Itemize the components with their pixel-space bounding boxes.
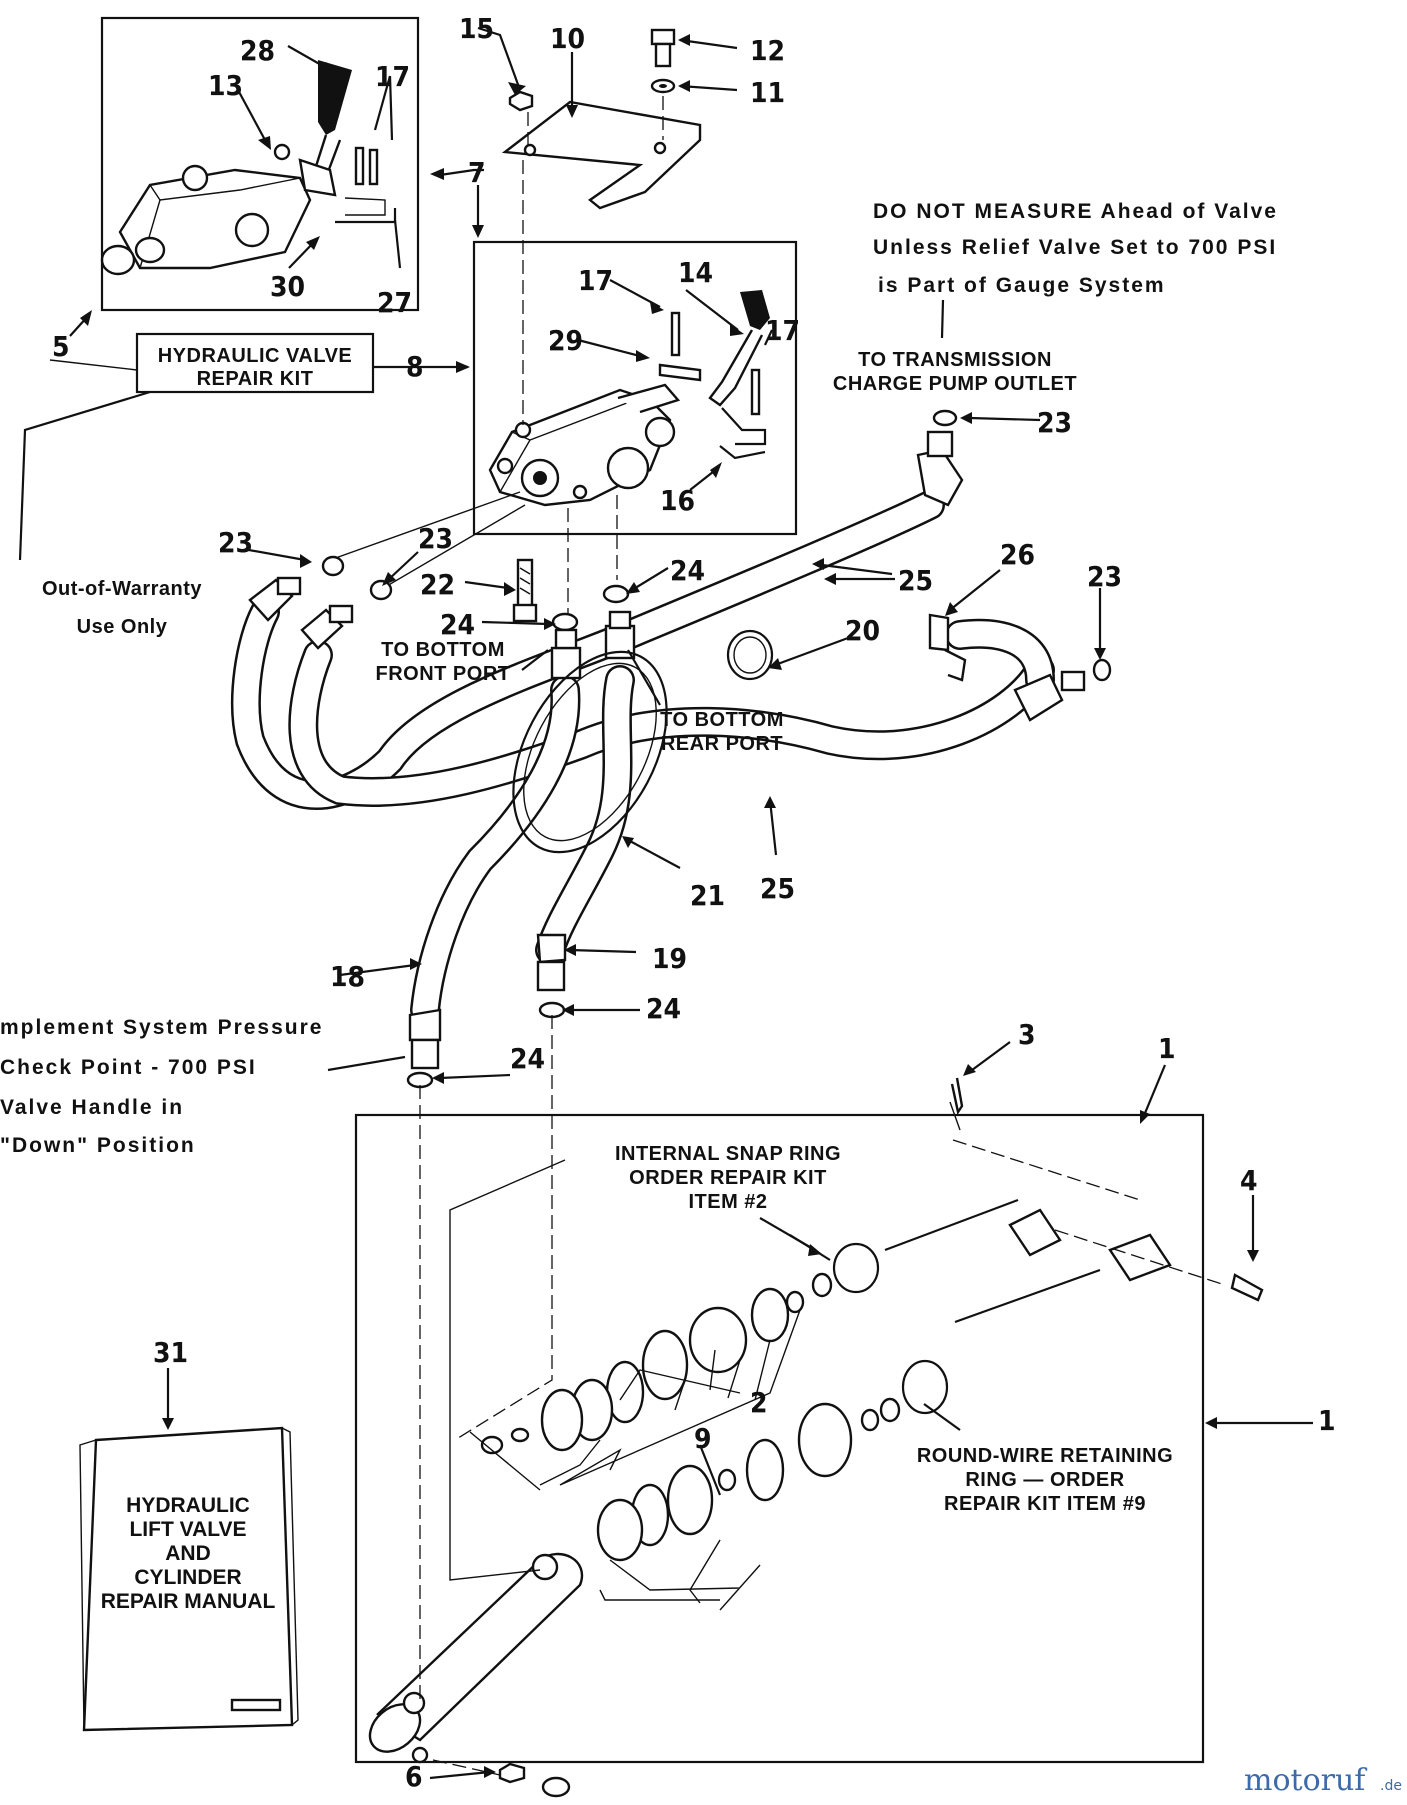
pressure-check-line4: "Down" Position xyxy=(0,1134,196,1157)
manual-title-line5: REPAIR MANUAL xyxy=(101,1590,276,1613)
callout-25-a: 25 xyxy=(898,564,933,597)
retaining-ring-label-line1: ROUND-WIRE RETAINING xyxy=(917,1445,1173,1467)
watermark-tld: .de xyxy=(1380,1778,1402,1794)
rear-port-label-line1: TO BOTTOM xyxy=(660,709,784,731)
callout-14: 14 xyxy=(678,256,713,289)
front-port-label-line2: FRONT PORT xyxy=(376,663,511,685)
snap-ring-label-line1: INTERNAL SNAP RING xyxy=(615,1143,841,1165)
callout-20: 20 xyxy=(845,614,880,647)
clip-26 xyxy=(928,613,967,682)
valve-inset-box-7 xyxy=(100,16,420,312)
callout-23-b: 23 xyxy=(418,522,453,555)
callout-23-c: 23 xyxy=(1087,560,1122,593)
callout-23-d: 23 xyxy=(1037,406,1072,439)
warranty-label-line1: Out-of-Warranty xyxy=(42,578,202,600)
retaining-ring-label-line2: RING — ORDER xyxy=(965,1469,1124,1491)
valve-kit-label-line1: HYDRAULIC VALVE xyxy=(158,345,353,367)
callout-24-c: 24 xyxy=(646,992,681,1025)
callout-5: 5 xyxy=(52,330,70,363)
callout-24-a: 24 xyxy=(440,608,475,641)
pressure-check-line2: Check Point - 700 PSI xyxy=(0,1056,257,1079)
callout-6: 6 xyxy=(405,1760,423,1793)
manual-title-line4: CYLINDER xyxy=(134,1566,241,1589)
charge-pump-label-line1: TO TRANSMISSION xyxy=(858,349,1052,371)
charge-pump-label-line2: CHARGE PUMP OUTLET xyxy=(833,373,1077,395)
callout-10: 10 xyxy=(550,22,585,55)
callout-21: 21 xyxy=(690,879,725,912)
callout-31: 31 xyxy=(153,1336,188,1369)
snap-ring-label-line3: ITEM #2 xyxy=(688,1191,767,1213)
callout-24-b: 24 xyxy=(670,554,705,587)
callout-27: 27 xyxy=(377,286,412,319)
manual-title-line2: LIFT VALVE xyxy=(129,1518,246,1541)
callout-19: 19 xyxy=(652,942,687,975)
callout-18: 18 xyxy=(330,960,365,993)
callout-1-a: 1 xyxy=(1158,1032,1176,1065)
callout-15: 15 xyxy=(459,12,494,45)
watermark-brand: motoruf xyxy=(1244,1763,1367,1798)
callout-17-c: 17 xyxy=(765,314,800,347)
measure-note-line3: is Part of Gauge System xyxy=(878,274,1166,297)
callout-leaders xyxy=(18,26,1313,1780)
callout-7: 7 xyxy=(468,156,486,189)
motoruf-watermark: motoruf .de xyxy=(1244,1763,1402,1798)
hose-clamp-20 xyxy=(726,629,774,681)
callout-26: 26 xyxy=(1000,538,1035,571)
snap-ring-label-line2: ORDER REPAIR KIT xyxy=(629,1167,827,1189)
callout-11: 11 xyxy=(750,76,785,109)
callout-8: 8 xyxy=(406,350,424,383)
callout-28: 28 xyxy=(240,34,275,67)
callout-9: 9 xyxy=(694,1422,712,1455)
valve-kit-label-line2: REPAIR KIT xyxy=(197,368,314,390)
callout-13: 13 xyxy=(208,69,243,102)
callout-22: 22 xyxy=(420,568,455,601)
manual-title-line3: AND xyxy=(165,1542,211,1565)
callout-23-a: 23 xyxy=(218,526,253,559)
callout-25-b: 25 xyxy=(760,872,795,905)
bolt-22 xyxy=(512,558,538,623)
callout-16: 16 xyxy=(660,484,695,517)
measure-note-line1: DO NOT MEASURE Ahead of Valve xyxy=(873,200,1278,223)
pressure-check-line3: Valve Handle in xyxy=(0,1096,184,1119)
valve-inset-box-8 xyxy=(472,240,798,536)
warranty-label-line2: Use Only xyxy=(77,616,168,638)
callout-24-d: 24 xyxy=(510,1042,545,1075)
retaining-ring-label-line3: REPAIR KIT ITEM #9 xyxy=(944,1493,1146,1515)
hydraulic-hoses xyxy=(231,490,1055,1025)
callout-4: 4 xyxy=(1240,1164,1258,1197)
bolt-12-washer-11-nut-15 xyxy=(508,28,676,150)
callout-2: 2 xyxy=(750,1386,768,1419)
callout-29: 29 xyxy=(548,324,583,357)
pressure-check-line1: mplement System Pressure xyxy=(0,1016,323,1039)
front-port-label-line1: TO BOTTOM xyxy=(381,639,505,661)
callout-12: 12 xyxy=(750,34,785,67)
cylinder-box-1 xyxy=(354,1101,1264,1764)
repair-manual-31 xyxy=(79,1426,299,1732)
callout-17-a: 17 xyxy=(375,60,410,93)
mounting-bracket-10 xyxy=(501,100,702,210)
callout-1-b: 1 xyxy=(1318,1404,1336,1437)
valve-repair-kit-box xyxy=(135,332,375,394)
callout-30: 30 xyxy=(270,270,305,303)
annotation-labels: HYDRAULIC VALVE REPAIR KIT Out-of-Warran… xyxy=(0,200,1278,1613)
callout-3: 3 xyxy=(1018,1018,1036,1051)
rear-port-label-line2: REAR PORT xyxy=(661,733,783,755)
grommet-ring-21 xyxy=(512,650,668,854)
measure-note-line2: Unless Relief Valve Set to 700 PSI xyxy=(873,236,1277,259)
callout-numbers: 15 10 12 11 7 28 17 13 30 27 5 8 17 14 1… xyxy=(52,12,1336,1793)
manual-title-line1: HYDRAULIC xyxy=(126,1494,250,1517)
callout-17-b: 17 xyxy=(578,264,613,297)
